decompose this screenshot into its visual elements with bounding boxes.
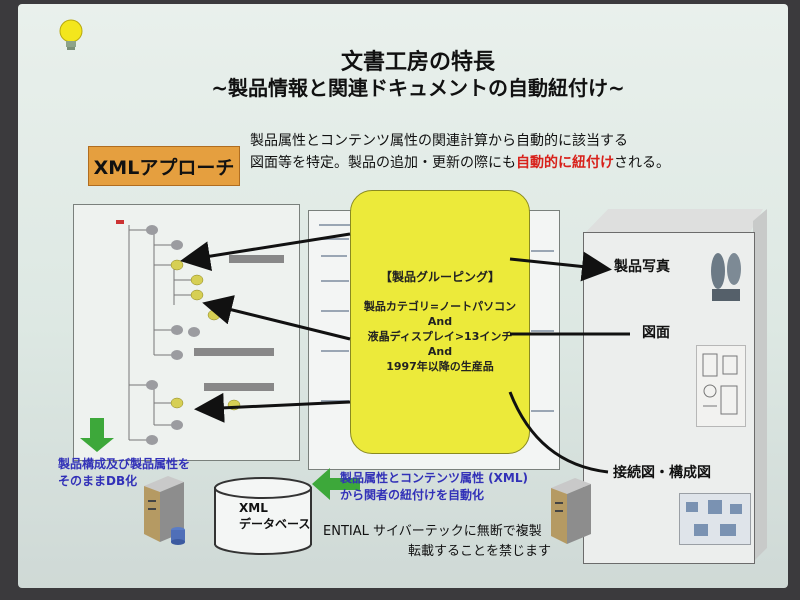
- xml-approach-box: XMLアプローチ: [88, 146, 240, 186]
- footer-line2: 転載することを禁じます: [408, 544, 552, 559]
- database-label: XML データベース: [239, 500, 310, 532]
- server-icon-2: [551, 478, 591, 544]
- grouping-and-1: And: [427, 315, 453, 328]
- mid-caption-line2: から関者の紐付けを自動化: [340, 488, 485, 502]
- slide-title: 文書工房の特長: [340, 50, 495, 75]
- product-grouping-box: 【製品グルーピング】 製品カテゴリ=ノートパソコン And 液晶ディスプレイ>1…: [350, 190, 530, 454]
- grouping-and-2: And: [427, 345, 453, 358]
- footer-line1: ENTIAL サイバーテックに無断で複製: [323, 524, 542, 539]
- tree-diagram: [116, 220, 284, 445]
- label-product-photo: 製品写真: [614, 259, 670, 275]
- description-suffix: される。: [614, 155, 670, 171]
- description-line1: 製品属性とコンテンツ属性の関連計算から自動的に該当する: [250, 133, 628, 149]
- database-icon: XML データベース: [213, 476, 313, 556]
- database-label-line1: XML: [239, 501, 268, 515]
- left-caption: 製品構成及び製品属性を そのままDB化: [58, 456, 190, 490]
- mid-caption-line1: 製品属性とコンテンツ属性 (XML): [340, 471, 528, 485]
- copyright-footer: ENTIAL サイバーテックに無断で複製 転載することを禁じます: [323, 522, 551, 562]
- product-photo-icon: [711, 253, 741, 301]
- database-label-line2: データベース: [239, 517, 311, 531]
- green-arrow-icon: [80, 418, 114, 452]
- grouping-condition-3: 1997年以降の生産品: [386, 360, 494, 373]
- grouping-condition-2: 液晶ディスプレイ>13インチ: [367, 330, 513, 343]
- grouping-header: 【製品グルーピング】: [379, 270, 500, 284]
- description-line2: 図面等を特定。製品の追加・更新の際にも自動的に紐付けされる。: [250, 152, 790, 174]
- document-panel: [583, 232, 755, 564]
- drawing-thumbnail: [696, 345, 746, 427]
- xml-lines: [319, 224, 554, 412]
- left-caption-line1: 製品構成及び製品属性を: [58, 457, 191, 471]
- description-highlight: 自動的に紐付け: [516, 155, 614, 171]
- description-text: 図面等を特定。製品の追加・更新の際にも: [250, 155, 516, 171]
- connection-diagram-thumbnail: [679, 493, 751, 545]
- left-caption-line2: そのままDB化: [58, 474, 138, 488]
- description: 製品属性とコンテンツ属性の関連計算から自動的に該当する 図面等を特定。製品の追加…: [250, 130, 790, 174]
- document-panel-side: [753, 209, 767, 562]
- document-panel-top: [583, 209, 763, 235]
- arrows: [80, 232, 630, 500]
- lightbulb-icon: [59, 19, 83, 50]
- slide: 文書工房の特長 ~製品情報と関連ドキュメントの自動紐付け~ XMLアプローチ 製…: [18, 4, 788, 588]
- grouping-condition-1: 製品カテゴリ=ノートパソコン: [363, 300, 517, 313]
- disk-icon: [171, 527, 185, 545]
- label-connection-diagram: 接続図・構成図: [613, 465, 711, 481]
- mid-caption: 製品属性とコンテンツ属性 (XML) から関者の紐付けを自動化: [340, 470, 528, 504]
- label-drawing: 図面: [642, 325, 670, 341]
- slide-subtitle: ~製品情報と関連ドキュメントの自動紐付け~: [211, 76, 625, 100]
